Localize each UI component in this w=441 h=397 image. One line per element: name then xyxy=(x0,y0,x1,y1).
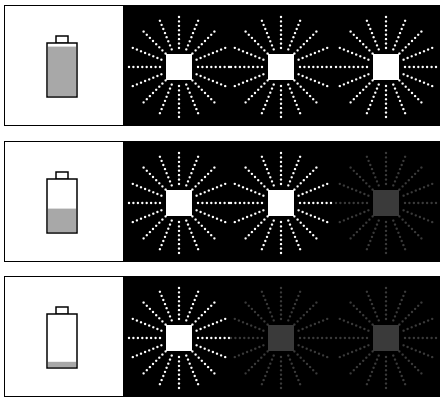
battery-body xyxy=(46,313,78,369)
light-3-off xyxy=(334,151,438,255)
battery-terminal xyxy=(55,35,69,44)
light-square xyxy=(166,325,192,351)
light-rays xyxy=(127,15,231,119)
light-rays xyxy=(334,15,438,119)
battery-icon xyxy=(46,306,78,369)
light-rays xyxy=(334,151,438,255)
panel-row-2 xyxy=(4,141,440,262)
light-square xyxy=(268,325,294,351)
light-1-on xyxy=(127,15,231,119)
light-rays xyxy=(127,286,231,390)
light-square xyxy=(268,190,294,216)
lights-strip xyxy=(127,15,438,119)
battery-charge-fill xyxy=(48,361,76,367)
battery-icon xyxy=(46,35,78,98)
light-2-off xyxy=(229,286,333,390)
battery-icon xyxy=(46,171,78,234)
light-rays xyxy=(229,15,333,119)
light-1-on xyxy=(127,286,231,390)
light-square xyxy=(166,54,192,80)
lights-cell xyxy=(123,277,439,396)
battery-terminal xyxy=(55,171,69,180)
battery-charge-fill xyxy=(48,208,76,232)
light-square xyxy=(373,325,399,351)
light-rays xyxy=(334,286,438,390)
light-3-off xyxy=(334,286,438,390)
lights-cell xyxy=(123,142,439,261)
light-square xyxy=(166,190,192,216)
light-square xyxy=(268,54,294,80)
light-1-on xyxy=(127,151,231,255)
panel-row-3 xyxy=(4,276,440,397)
light-rays xyxy=(127,151,231,255)
battery-terminal xyxy=(55,306,69,315)
battery-cell xyxy=(5,6,123,125)
lights-strip xyxy=(127,286,438,390)
light-rays xyxy=(229,151,333,255)
battery-cell xyxy=(5,277,123,396)
lights-cell xyxy=(123,6,439,125)
panel-row-1 xyxy=(4,5,440,126)
light-rays xyxy=(229,286,333,390)
light-square xyxy=(373,190,399,216)
lights-strip xyxy=(127,151,438,255)
light-2-on xyxy=(229,151,333,255)
light-square xyxy=(373,54,399,80)
battery-cell xyxy=(5,142,123,261)
light-2-on xyxy=(229,15,333,119)
battery-charge-fill xyxy=(48,46,76,96)
light-3-on xyxy=(334,15,438,119)
